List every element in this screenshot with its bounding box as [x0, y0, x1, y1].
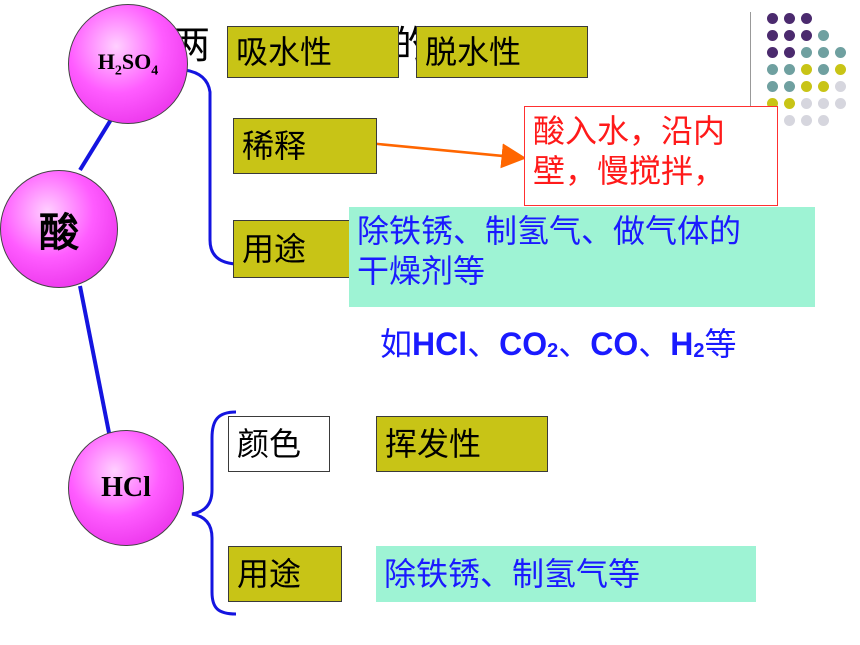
box-dilute: 稀释	[233, 118, 377, 174]
gas-hcl: HCl	[412, 326, 468, 362]
line-acid-to-hcl	[78, 285, 114, 449]
gas-co2: CO2	[499, 326, 558, 362]
h2so4-use-line-2: 干燥剂等	[357, 252, 486, 290]
gas-co2-text: CO	[499, 326, 548, 362]
gas-h2-text: H	[670, 326, 694, 362]
gas-co: CO	[590, 326, 639, 362]
h2so4-sub-4: 4	[151, 63, 159, 79]
node-hcl-label: HCl	[101, 472, 151, 503]
gas-h2-sub: 2	[693, 340, 705, 362]
node-acid-label: 酸	[39, 210, 79, 256]
node-h2so4: H2SO4	[68, 4, 188, 124]
dilute-note-line-1: 酸入水，沿内	[533, 112, 726, 150]
box-h2so4-use-text: 除铁锈、制氢气、做气体的 干燥剂等	[349, 207, 815, 307]
box-dilute-note: 酸入水，沿内 壁，慢搅拌，	[524, 106, 778, 206]
h2so4-h: H	[97, 48, 115, 74]
line-acid-to-h2so4	[78, 116, 114, 172]
node-h2so4-label: H2SO4	[98, 49, 158, 79]
box-h2so4-use-label: 用途	[233, 220, 351, 278]
brace-hcl	[191, 410, 237, 616]
gas-example-line: 如HCl、CO2、CO、H2等	[380, 322, 737, 373]
gas-co2-sub: 2	[547, 340, 559, 362]
box-hcl-use-text: 除铁锈、制氢气等	[376, 546, 756, 602]
h2so4-use-line-1: 除铁锈、制氢气、做气体的	[357, 212, 742, 250]
node-hcl: HCl	[68, 430, 184, 546]
gas-sep-1: 、	[467, 325, 500, 363]
box-absorb-water: 吸水性	[227, 26, 399, 78]
gas-example-pre: 如	[380, 325, 413, 363]
gas-sep-2: 、	[558, 325, 591, 363]
node-acid: 酸	[0, 170, 118, 288]
brace-h2so4	[184, 68, 237, 266]
gas-sep-3: 、	[638, 325, 671, 363]
box-hcl-use-label: 用途	[228, 546, 342, 602]
box-dehydrate: 脱水性	[416, 26, 588, 78]
gas-h2: H2	[670, 326, 704, 362]
h2so4-so: SO	[121, 48, 152, 74]
dilute-note-line-2: 壁，慢搅拌，	[533, 152, 726, 190]
gas-example-post: 等	[704, 325, 737, 363]
decorative-vertical-rule	[750, 12, 751, 124]
h2so4-sub-2: 2	[114, 63, 122, 79]
box-hcl-color-label: 颜色	[228, 416, 330, 472]
box-hcl-volatile: 挥发性	[376, 416, 548, 472]
